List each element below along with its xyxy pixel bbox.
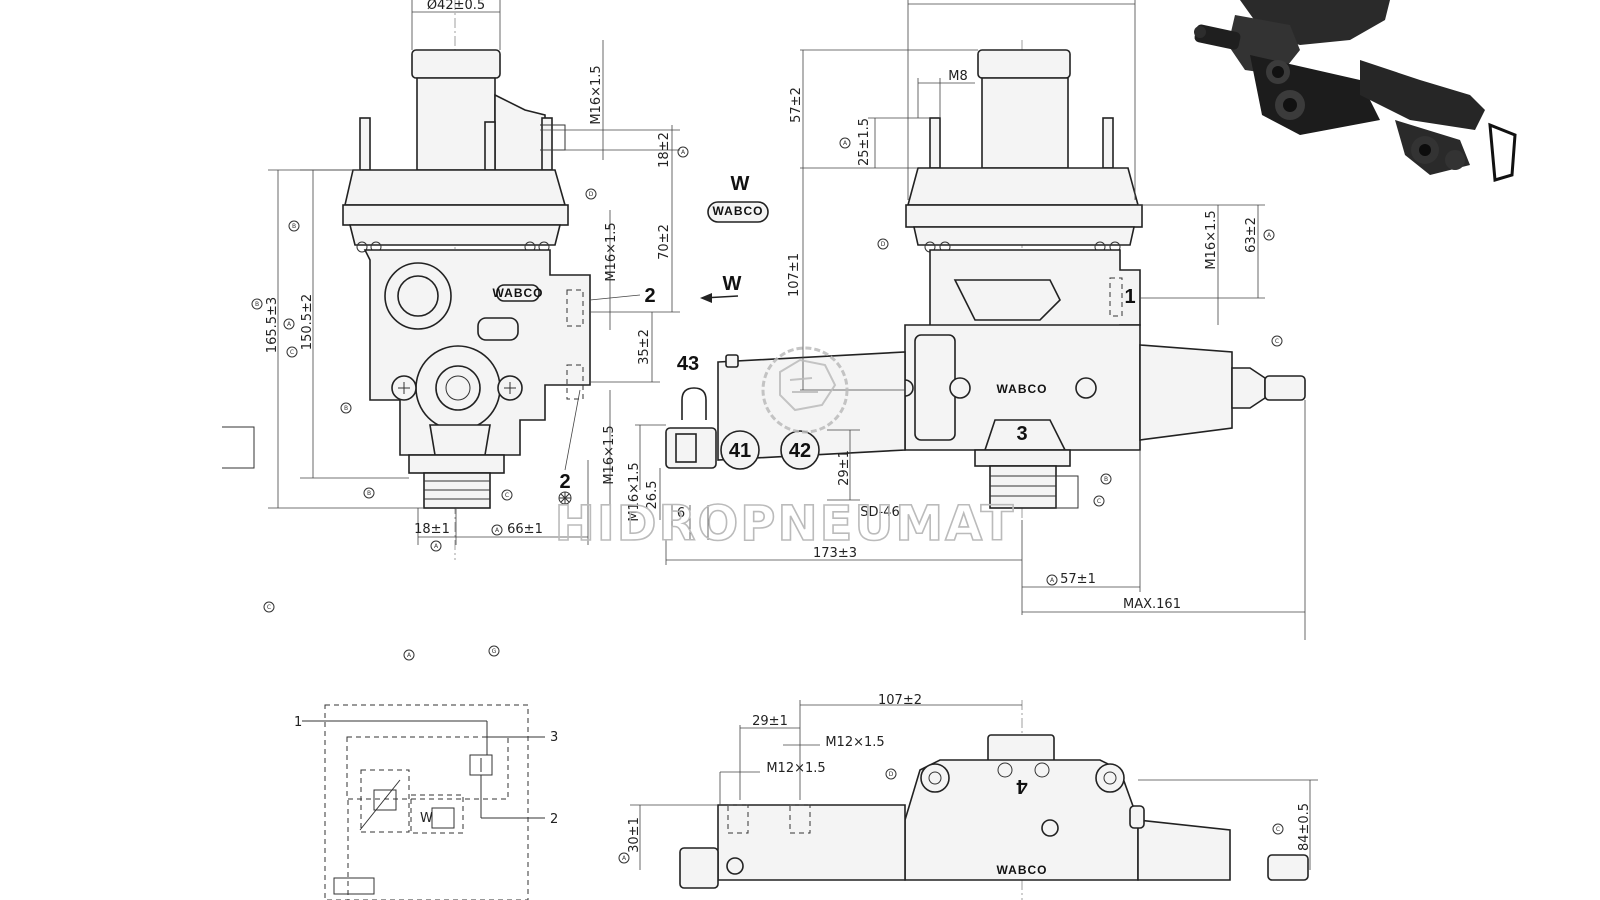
dim-18-bottom: 18±1 [414, 522, 450, 537]
dim-m16-left: M16×1.5 [627, 462, 642, 521]
reference-markers: A D B B A C B B C A A A D A C B C A C A … [251, 137, 1284, 864]
marker-c5: C [267, 604, 271, 611]
edge-frame [222, 426, 255, 469]
pneumatic-schematic: 1 3 2 W [294, 704, 558, 900]
front-view: WABCO [342, 0, 591, 560]
dim-6: 6 [677, 506, 685, 521]
marker-c2: C [505, 492, 509, 499]
side-view: 1 WABCO 3 41 42 43 [665, 40, 1306, 520]
dim-m12-lower: M12×1.5 [766, 761, 825, 776]
marker-b2: B [255, 301, 259, 308]
dim-173: 173±3 [813, 546, 857, 561]
marker-a3: A [434, 543, 439, 550]
marker-a7: A [1050, 577, 1055, 584]
front-view-dimensions: Ø42±0.5 M16×1.5 18±2 70±2 M16×1.5 35±2 M… [265, 0, 680, 545]
w-label-top: W [731, 173, 750, 195]
marker-c3: C [1275, 338, 1279, 345]
dim-57: 57±2 [789, 87, 804, 123]
watermark-logo-icon [761, 346, 849, 434]
marker-a8: A [407, 652, 412, 659]
port-42: 42 [789, 440, 811, 462]
port-43: 43 [677, 353, 699, 375]
dim-m16-mid: M16×1.5 [604, 222, 619, 281]
port-1-side: 1 [1124, 286, 1135, 308]
dim-165-5: 165.5±3 [265, 297, 280, 353]
schematic-w: W [420, 811, 433, 826]
dim-sd-46: SD-46 [860, 505, 900, 520]
dim-30: 30±1 [627, 817, 642, 853]
dim-29-top: 29±1 [752, 714, 788, 729]
dim-m16-side: M16×1.5 [1204, 210, 1219, 269]
dim-max-161: MAX.161 [1123, 597, 1181, 612]
marker-b: B [292, 223, 296, 230]
side-view-dimensions: M8 57±2 25±1.5 107±1 M16×1.5 63±2 29±1 M… [627, 0, 1306, 640]
schematic-port-1: 1 [294, 715, 302, 730]
star-marker-icon [558, 491, 572, 505]
top-view: 4 WABCO [679, 700, 1309, 900]
marker-a4: A [495, 527, 500, 534]
wabco-body-text: WABCO [997, 382, 1048, 396]
marker-c4: C [1097, 498, 1101, 505]
dim-m16-top: M16×1.5 [589, 65, 604, 124]
dim-66: 66±1 [507, 522, 543, 537]
marker-d3: D [889, 771, 894, 778]
dim-57-bottom: 57±1 [1060, 572, 1096, 587]
dim-84: 84±0.5 [1297, 803, 1312, 851]
marker-c6: C [1276, 826, 1280, 833]
dim-26-5: 26.5 [645, 481, 660, 510]
port-3: 3 [1016, 423, 1027, 445]
w-label-arrow: W [723, 273, 742, 295]
dim-107-horizontal: 107±2 [878, 693, 922, 708]
marker-g: G [492, 648, 497, 655]
port-4: 4 [1016, 775, 1028, 797]
w-badge-text: WABCO [713, 204, 764, 218]
w-indicator: W WABCO W [700, 173, 769, 303]
dim-m8: M8 [948, 69, 968, 84]
watermark-text: HIDROPNEUMAT [555, 496, 1016, 552]
marker-b3: B [344, 405, 348, 412]
marker-b4: B [367, 490, 371, 497]
top-view-dimensions: 107±2 29±1 M12×1.5 M12×1.5 30±1 84±0.5 [627, 693, 1318, 870]
marker-b5: B [1104, 476, 1108, 483]
marker-a6: A [1267, 232, 1272, 239]
photo-valve-icon [1194, 0, 1517, 182]
dim-m12-upper: M12×1.5 [825, 735, 884, 750]
marker-a: A [681, 149, 686, 156]
port-41: 41 [729, 440, 751, 462]
marker-a9: A [622, 855, 627, 862]
dim-63: 63±2 [1244, 217, 1259, 253]
marker-a2: A [287, 321, 292, 328]
marker-d2: D [881, 241, 886, 248]
dim-25: 25±1.5 [857, 118, 872, 166]
dim-70: 70±2 [657, 224, 672, 260]
dim-107-vert: 107±1 [787, 253, 802, 297]
wabco-badge-text: WABCO [493, 286, 544, 300]
dim-150-5: 150.5±2 [300, 294, 315, 350]
dim-18: 18±2 [657, 132, 672, 168]
dim-29: 29±1 [837, 450, 852, 486]
wabco-top-text: WABCO [997, 863, 1048, 877]
port-2-lower: 2 [559, 471, 570, 493]
marker-a5: A [843, 140, 848, 147]
dim-35: 35±2 [637, 329, 652, 365]
dim-diameter-42: Ø42±0.5 [427, 0, 485, 13]
schematic-port-2: 2 [550, 812, 558, 827]
dim-m16-low: M16×1.5 [602, 425, 617, 484]
port-2-upper: 2 [644, 285, 655, 307]
marker-d: D [589, 191, 594, 198]
schematic-port-3: 3 [550, 730, 558, 745]
marker-c: C [290, 349, 294, 356]
